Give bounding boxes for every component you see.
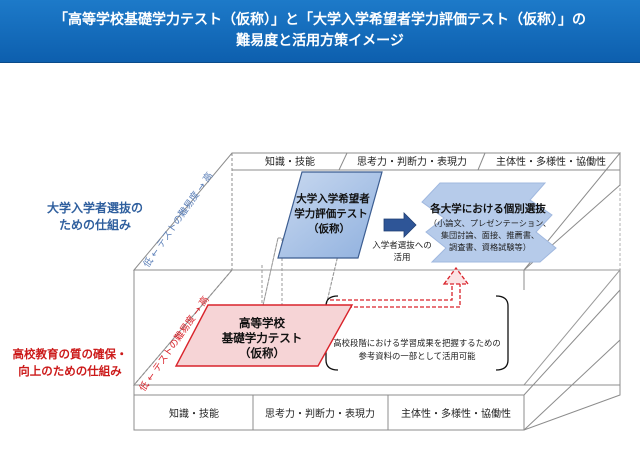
- title-banner: 「高等学校基礎学力テスト（仮称）」と「大学入学希望者学力評価テスト（仮称）」の …: [0, 0, 640, 63]
- upper-side-label-line-1: 大学入学者選抜の: [46, 201, 143, 215]
- selection-detail-line-3: 調査書、資格試験等）: [449, 242, 531, 252]
- lower-note-line-1: 高校段階における学習成果を把握するための: [333, 338, 501, 348]
- upper-test-line-1: 大学入学希望者: [296, 192, 370, 205]
- note-bracket-right: [495, 295, 509, 371]
- lower-test-line-3: （仮称）: [239, 346, 285, 360]
- lower-box: [132, 153, 622, 431]
- selection-detail-line-1: （小論文、プレゼンテーション、: [429, 218, 551, 228]
- title-line-1: 「高等学校基礎学力テスト（仮称）」と「大学入学希望者学力評価テスト（仮称）」の: [54, 12, 586, 28]
- arrow-label-line-1: 入学者選抜への: [372, 240, 432, 251]
- upper-side-label-line-2: ための仕組み: [58, 218, 131, 232]
- upper-test-shape: [277, 171, 383, 259]
- upper-side-label: 大学入学者選抜の ための仕組み: [20, 200, 170, 234]
- lower-test-line-2: 基礎学力テスト: [221, 331, 303, 345]
- upper-column-label-1: 知識・技能: [265, 155, 315, 168]
- lower-test-line-1: 高等学校: [239, 316, 285, 330]
- title-line-2: 難易度と活用方策イメージ: [236, 33, 404, 49]
- upper-test-line-3: （仮称）: [308, 222, 350, 235]
- lower-column-label-1: 知識・技能: [169, 407, 219, 420]
- lower-column-label-3: 主体性・多様性・協働性: [401, 407, 511, 420]
- lower-side-label: 高校教育の質の確保・ 向上のための仕組み: [0, 346, 140, 380]
- selection-detail-line-2: 集団討論、面接、推薦書、: [441, 230, 539, 240]
- red-dashed-up-arrow: [330, 266, 470, 308]
- blue-right-arrow: [383, 212, 417, 238]
- upper-column-label-2: 思考力・判断力・表現力: [357, 155, 467, 168]
- lower-test-shape: [174, 304, 354, 367]
- upper-test-line-2: 学力評価テスト: [294, 207, 368, 220]
- upper-column-label-3: 主体性・多様性・協働性: [496, 155, 606, 168]
- lower-side-label-line-1: 高校教育の質の確保・: [12, 347, 128, 361]
- lower-side-label-line-2: 向上のための仕組み: [18, 364, 122, 378]
- selection-shape: [421, 182, 557, 263]
- arrow-label-line-2: 活用: [393, 252, 410, 263]
- lower-column-label-2: 思考力・判断力・表現力: [265, 407, 375, 420]
- selection-title: 各大学における個別選抜: [429, 202, 546, 215]
- lower-note-line-2: 参考資料の一部として活用可能: [359, 351, 477, 361]
